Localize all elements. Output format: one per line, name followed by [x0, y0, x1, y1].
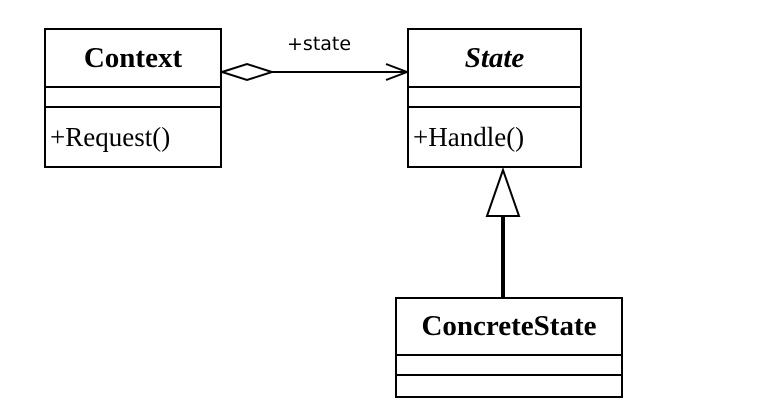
- class-context-operation: +Request(): [50, 121, 171, 152]
- class-context: Context +Request(): [44, 28, 222, 168]
- class-state-operation: +Handle(): [413, 121, 525, 152]
- class-context-name: Context: [46, 30, 220, 88]
- association-role-label: +state: [287, 33, 352, 55]
- generalization-triangle: [485, 166, 521, 217]
- class-concrete-state: ConcreteState: [395, 297, 623, 398]
- class-state-attributes: [409, 88, 580, 108]
- class-state-name: State: [409, 30, 580, 88]
- aggregation-diamond: [218, 62, 276, 82]
- class-context-attributes: [46, 88, 220, 108]
- class-concrete-state-operations: [397, 376, 621, 396]
- class-state: State +Handle(): [407, 28, 582, 168]
- class-concrete-state-name: ConcreteState: [397, 299, 621, 356]
- class-concrete-state-attributes: [397, 356, 621, 376]
